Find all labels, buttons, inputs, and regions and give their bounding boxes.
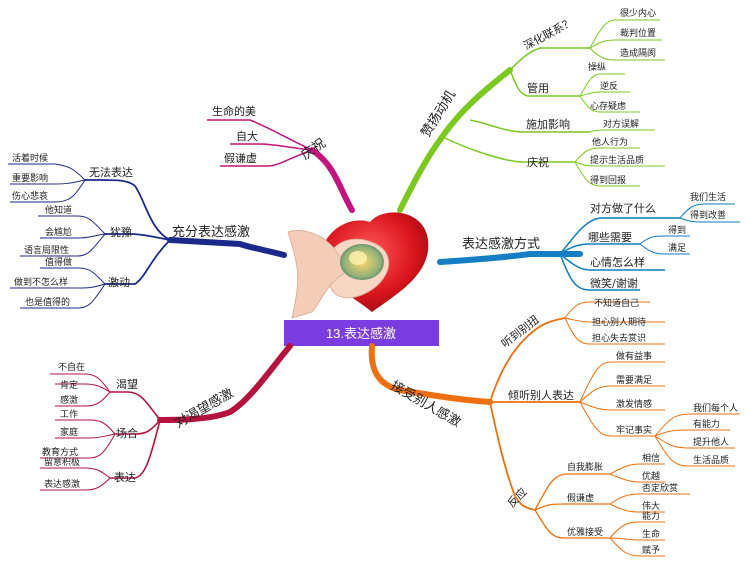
node-label: 心存疑虑 — [590, 100, 626, 112]
group-label: 场合 — [116, 426, 138, 440]
node-label: 相信 — [642, 452, 660, 464]
node-label: 优越 — [642, 470, 660, 482]
node-label: 伟大 — [642, 500, 660, 512]
center-title: 13.表达感激 — [326, 326, 396, 341]
group-label: 渴望 — [116, 378, 138, 391]
node-label: 伤心悲哀 — [12, 190, 48, 202]
node-label: 感激 — [60, 394, 78, 406]
group-label: 犹豫 — [110, 226, 132, 239]
node-label: 生命 — [642, 528, 660, 540]
node-label: 不知道自己 — [594, 297, 639, 309]
group-label: 无法表达 — [89, 165, 133, 179]
node-label: 自我膨胀 — [567, 461, 603, 473]
node-label: 表达感激 — [44, 478, 80, 490]
node-label: 自大 — [236, 129, 258, 143]
node-label: 有能力 — [693, 418, 720, 430]
group-label: 激动 — [108, 275, 130, 289]
node-label: 很少内心 — [620, 7, 656, 19]
node-label: 语言局限性 — [24, 244, 69, 256]
node-label: 提升他人 — [693, 436, 729, 448]
node-label: 能力 — [642, 510, 660, 522]
group-label: 深化联系？ — [521, 14, 576, 52]
group-label: 倾听别人表达 — [508, 388, 574, 402]
node-label: 需要满足 — [616, 375, 652, 386]
node-label: 工作 — [60, 408, 78, 420]
node-label: 对方误解 — [603, 118, 639, 130]
node-label: 家庭 — [60, 426, 78, 438]
branch-label-praise: 赞扬动机 — [419, 88, 459, 140]
node-label: 他人行为 — [592, 136, 628, 148]
node-label: 假谦虚 — [224, 151, 257, 165]
group-label: 施加影响 — [526, 118, 570, 131]
branch-line — [220, 149, 313, 167]
node-label: 担心别人期待 — [592, 316, 646, 328]
node-label: 他知道 — [45, 204, 72, 216]
branch-label-desire: 对渴望感激 — [172, 385, 236, 431]
node-label: 做有益事 — [616, 350, 652, 362]
branch-line — [230, 143, 313, 151]
group-label: 管用 — [527, 81, 549, 95]
branch-celebrate — [207, 119, 355, 213]
branch-label-receive: 接受别人感激 — [388, 378, 464, 431]
branch-fully — [8, 163, 287, 309]
node-label: 值得做 — [45, 256, 72, 268]
node-label: 假谦虚 — [567, 492, 594, 504]
center-node — [284, 209, 439, 321]
branch-line — [309, 147, 355, 213]
branch-desire — [40, 343, 293, 491]
branch-label-fully: 充分表达感激 — [172, 224, 250, 240]
node-label: 否定欣赏 — [642, 482, 678, 494]
node-label: 裁判位置 — [620, 27, 656, 39]
node-label: 激发情感 — [616, 398, 652, 410]
node-label: 重要影响 — [12, 172, 48, 184]
group-label: 对方做了什么 — [590, 201, 656, 215]
node-label: 提示生活品质 — [590, 154, 644, 166]
branch-line — [207, 119, 313, 151]
node-label: 优雅接受 — [567, 526, 603, 538]
node-label: 做到不怎么样 — [14, 276, 68, 288]
group-label: 庆祝 — [527, 155, 549, 169]
node-label: 活着时候 — [12, 152, 48, 164]
node-label: 造成隔阂 — [620, 47, 656, 59]
branch-receive — [368, 301, 740, 557]
center-title-bg — [284, 320, 439, 346]
branch-way — [437, 203, 740, 291]
node-label: 牢记事实 — [616, 424, 652, 436]
node-label: 赋予 — [642, 545, 660, 556]
group-label: 心情怎么样 — [590, 255, 645, 269]
node-label: 不自在 — [58, 361, 85, 373]
node-label: 得到改善 — [690, 209, 726, 221]
node-label: 得到回报 — [590, 174, 626, 186]
branch-praise — [397, 19, 665, 213]
branch-line — [397, 67, 513, 213]
gift-highlight — [349, 251, 367, 265]
node-label: 肯定 — [60, 379, 78, 391]
node-label: 操纵 — [588, 61, 606, 73]
branch-label-way: 表达感激方式 — [462, 236, 540, 252]
node-label: 得到 — [668, 224, 686, 236]
node-label: 留意积极 — [44, 456, 80, 468]
group-label: 微笑/谢谢 — [590, 276, 638, 290]
node-label: 我们生活 — [690, 191, 726, 203]
node-label: 生活品质 — [693, 454, 729, 466]
center-title-box: 13.表达感激 — [284, 320, 439, 346]
node-label: 会尴尬 — [45, 226, 72, 238]
node-label: 逆反 — [600, 80, 618, 92]
group-label: 哪些需要 — [588, 230, 632, 244]
node-label: 满足 — [668, 243, 686, 254]
node-label: 担心失去赏识 — [592, 332, 646, 344]
node-label: 我们每个人 — [693, 402, 738, 414]
node-label: 也是值得的 — [25, 296, 70, 308]
node-label: 生命的美 — [212, 104, 256, 118]
group-label: 表达 — [114, 470, 136, 484]
node-label: 教育方式 — [42, 446, 78, 458]
